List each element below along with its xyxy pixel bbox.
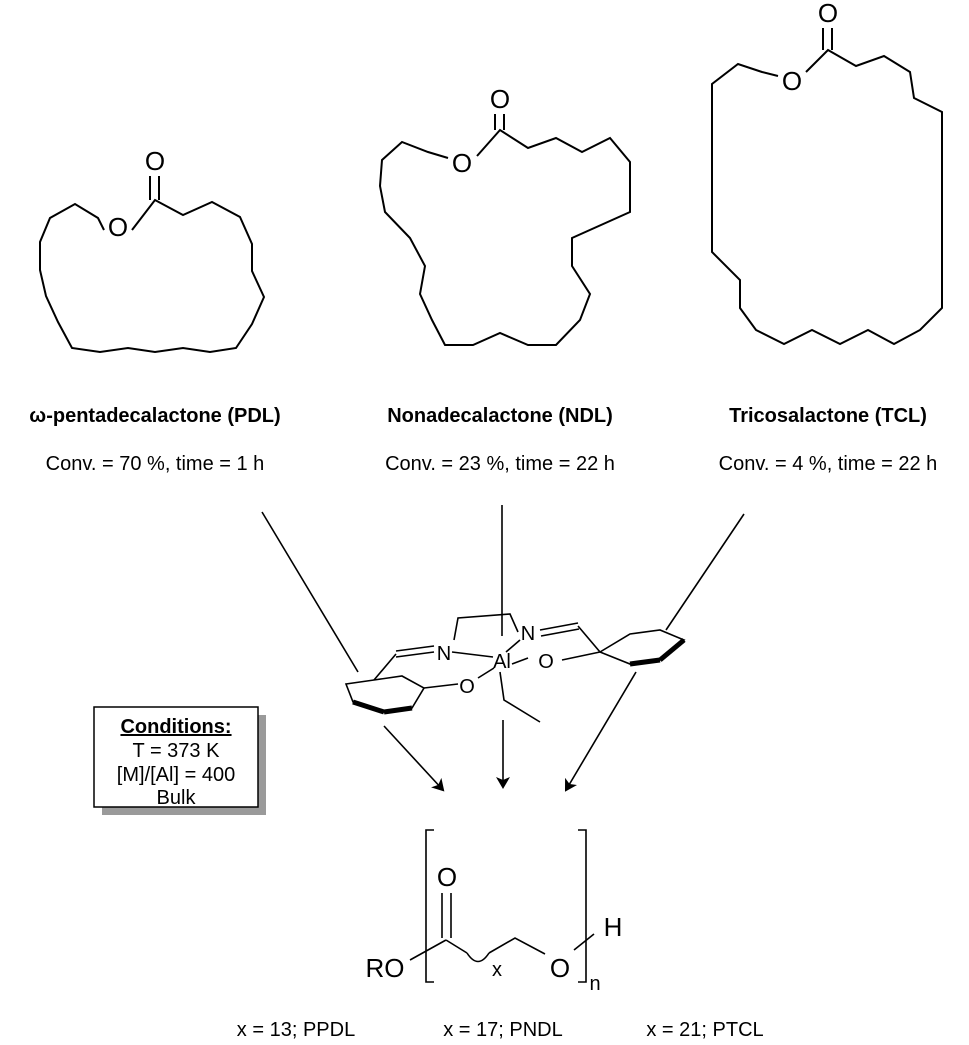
tcl-structure: O O bbox=[711, 0, 943, 346]
catalyst-n-left: N bbox=[437, 643, 451, 665]
ndl-name: Nonadecalactone (NDL) bbox=[387, 405, 613, 427]
polymer-carbonyl-oxygen: O bbox=[437, 862, 457, 892]
ndl-ester-oxygen: O bbox=[452, 148, 472, 178]
pdl-reaction-line bbox=[261, 511, 359, 673]
polymer-subscript-n: n bbox=[589, 973, 600, 995]
tcl-arrow bbox=[564, 671, 637, 792]
catalyst-aluminium: Al bbox=[493, 651, 511, 673]
conditions-ratio: [M]/[Al] = 400 bbox=[117, 764, 235, 786]
pdl-conversion: Conv. = 70 %, time = 1 h bbox=[46, 453, 265, 475]
pdl-name: ω-pentadecalactone (PDL) bbox=[29, 405, 280, 427]
conditions-temperature: T = 373 K bbox=[133, 740, 221, 762]
pdl-structure: O O bbox=[39, 146, 266, 354]
pdl-carbonyl-oxygen: O bbox=[145, 146, 165, 176]
pdl-ring-bonds bbox=[39, 198, 266, 354]
catalyst-o-right: O bbox=[538, 651, 554, 673]
ndl-structure: O O bbox=[378, 84, 631, 346]
al-catalyst: N N Al O O bbox=[344, 613, 686, 723]
tcl-ester-oxygen: O bbox=[782, 66, 802, 96]
legend-ppdl: x = 13; PPDL bbox=[237, 1019, 355, 1041]
legend-pndl: x = 17; PNDL bbox=[443, 1019, 563, 1041]
conditions-box: Conditions: T = 373 K [M]/[Al] = 400 Bul… bbox=[93, 706, 266, 815]
right-bracket bbox=[578, 829, 587, 983]
legend-ptcl: x = 21; PTCL bbox=[646, 1019, 763, 1041]
ndl-ring-bonds bbox=[378, 128, 631, 346]
pdl-ester-oxygen: O bbox=[108, 212, 128, 242]
polymer-subscript-x: x bbox=[492, 959, 502, 981]
polymer-end-group: RO bbox=[366, 953, 405, 983]
left-bracket bbox=[425, 829, 434, 983]
tcl-ring-bonds bbox=[711, 48, 943, 346]
tcl-reaction-line bbox=[665, 513, 745, 631]
conditions-title: Conditions: bbox=[120, 716, 231, 738]
tcl-carbonyl-oxygen: O bbox=[818, 0, 838, 28]
conditions-bulk: Bulk bbox=[157, 787, 197, 809]
ndl-carbonyl-oxygen: O bbox=[490, 84, 510, 114]
tcl-conversion: Conv. = 4 %, time = 22 h bbox=[719, 453, 938, 475]
polymer-structure: O RO x O n H bbox=[366, 829, 623, 995]
polymer-chain-oxygen: O bbox=[550, 953, 570, 983]
polymer-terminal-h: H bbox=[604, 912, 623, 942]
tcl-name: Tricosalactone (TCL) bbox=[729, 405, 927, 427]
catalyst-n-right: N bbox=[521, 623, 535, 645]
catalyst-o-left: O bbox=[459, 676, 475, 698]
ndl-conversion: Conv. = 23 %, time = 22 h bbox=[385, 453, 615, 475]
pdl-arrow bbox=[383, 725, 445, 792]
